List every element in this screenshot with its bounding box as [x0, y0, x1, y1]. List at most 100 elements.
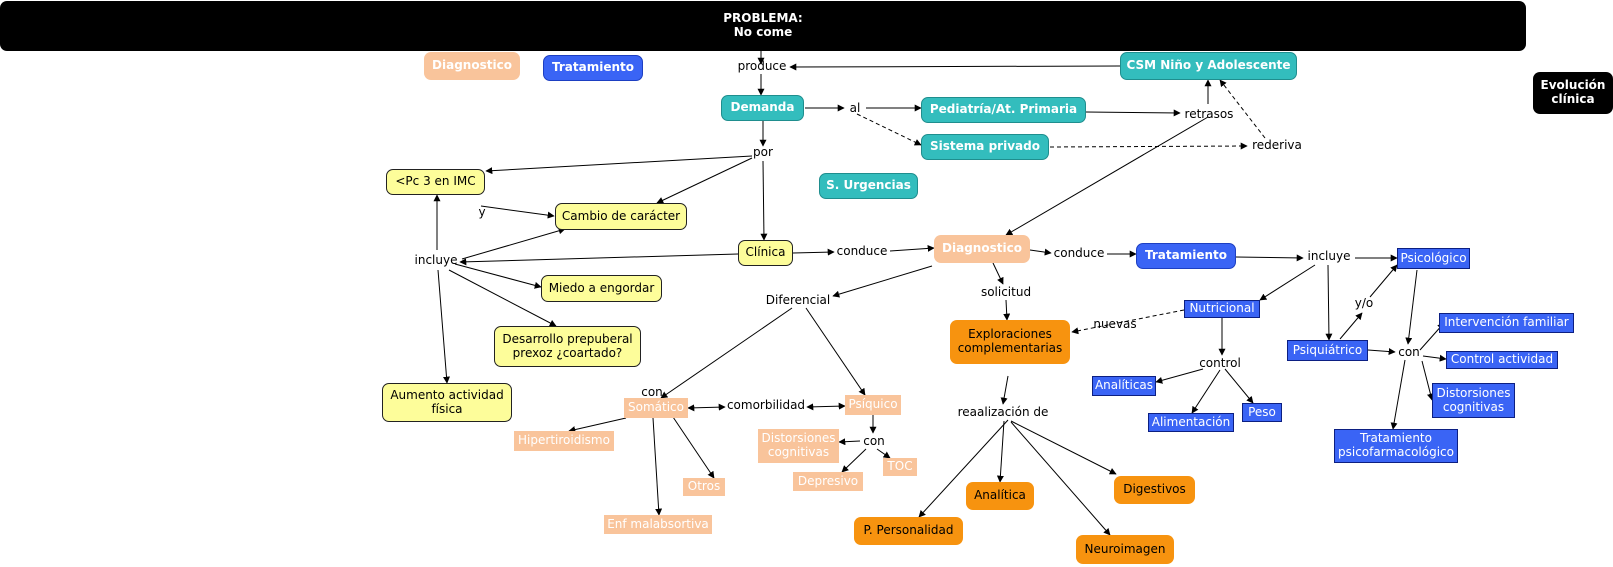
node-exploraciones-complementarias: Exploraciones complementarias: [950, 320, 1070, 364]
node-csm: CSM Niño y Adolescente: [1120, 52, 1297, 80]
node-analitica: Analítica: [966, 482, 1034, 510]
node-alimentacion: Alimentación: [1148, 413, 1234, 432]
node-miedo-engordar: Miedo a engordar: [541, 275, 662, 302]
connector-line: [1155, 368, 1204, 384]
node-somatico: Somático: [624, 398, 688, 418]
label-retrasos: retrasos: [1184, 107, 1234, 122]
node-desarrollo-prepuberal: Desarrollo prepuberal prexoz ¿coartado?: [494, 326, 641, 367]
node-cambio-caracter: Cambio de carácter: [555, 203, 687, 230]
node-digestivos: Digestivos: [1114, 476, 1195, 504]
connector-line: [1071, 309, 1185, 335]
node-analiticas: Analíticas: [1092, 376, 1156, 396]
connector-line: [1224, 368, 1254, 404]
connector-line: [1191, 369, 1221, 414]
connector-line: [1029, 248, 1052, 256]
node-nutricional: Nutricional: [1184, 300, 1260, 318]
node-tratamiento-psicofarmacologico: Tratamiento psicofarmacológico: [1334, 429, 1458, 463]
connector-line: [1003, 299, 1011, 321]
node-p-personalidad: P. Personalidad: [854, 517, 963, 545]
node-distorsiones-cognitivas-left: Distorsiones cognitivas: [758, 429, 839, 463]
connector-line: [480, 205, 555, 219]
connector-line: [687, 403, 726, 412]
label-nuevas: nuevas: [1093, 317, 1137, 332]
legend-tratamiento: Tratamiento: [543, 55, 643, 81]
connector-line: [672, 416, 715, 479]
node-distorsiones-cognitivas-right: Distorsiones cognitivas: [1432, 383, 1515, 418]
label-con-right: con: [1398, 345, 1420, 360]
label-con-mid: con: [863, 434, 885, 449]
connector-line: [461, 227, 566, 260]
label-comorbilidad: comorbilidad: [726, 398, 806, 413]
connector-line: [1010, 420, 1117, 475]
label-reaalizacion-de: reaalización de: [957, 405, 1049, 420]
node-pc3-imc: <Pc 3 en IMC: [386, 169, 485, 195]
connector-line: [1235, 254, 1304, 262]
node-intervencion-familiar: Intervención familiar: [1439, 313, 1574, 333]
connector-line: [1325, 264, 1333, 341]
connector-line: [652, 417, 663, 516]
label-incluye-right: incluye: [1307, 249, 1351, 264]
node-psiquico: Psíquico: [845, 395, 901, 415]
node-psiquiatrico: Psiquiátrico: [1287, 340, 1368, 361]
label-diferencial: Diferencial: [765, 293, 831, 308]
label-solicitud: solicitud: [980, 285, 1032, 300]
node-demanda: Demanda: [721, 95, 804, 121]
node-depresivo: Depresivo: [793, 472, 863, 491]
connector-line: [805, 307, 866, 396]
connector-line: [760, 160, 768, 241]
label-al: al: [849, 101, 861, 116]
connector-line: [1339, 312, 1363, 340]
connector-line: [1422, 354, 1447, 362]
node-otros: Otros: [683, 478, 725, 496]
node-hipertiroidismo: Hipertiroidismo: [514, 431, 614, 451]
connector-line: [889, 244, 935, 252]
connector-line: [568, 417, 627, 434]
label-y-o: y/o: [1354, 296, 1374, 311]
connector-line: [832, 265, 933, 298]
connector-line: [660, 307, 793, 399]
connector-line: [485, 155, 753, 175]
connector-line: [806, 402, 846, 411]
connector-line: [1049, 142, 1248, 150]
connector-line: [876, 448, 891, 459]
node-peso: Peso: [1242, 403, 1282, 422]
label-incluye-left: incluye: [414, 253, 458, 268]
connector-line: [1005, 116, 1209, 236]
label-rederiva: rederiva: [1252, 138, 1302, 153]
node-evolucion-clinica: Evolución clínica: [1533, 72, 1613, 114]
connector-line: [1405, 269, 1418, 345]
node-aumento-actividad: Aumento actividad física: [382, 383, 512, 422]
connector-line: [1219, 79, 1266, 139]
label-control: control: [1199, 356, 1241, 371]
node-pediatria: Pediatría/At. Primaria: [921, 97, 1086, 123]
connector-line: [1000, 375, 1009, 405]
connector-line: [918, 419, 1009, 518]
connector-line: [1085, 109, 1181, 117]
connector-line: [454, 263, 542, 289]
problem-title-bar: PROBLEMA: No come: [0, 1, 1526, 51]
connector-line: [1259, 264, 1316, 301]
connector-line: [1421, 360, 1434, 401]
legend-diagnostico: Diagnostico: [424, 52, 520, 80]
connector-line: [992, 262, 1004, 285]
label-y: y: [478, 205, 486, 220]
connector-line: [448, 269, 557, 327]
label-conduce-2: conduce: [1053, 246, 1105, 261]
connector-line: [792, 248, 835, 256]
connector-line: [856, 113, 922, 146]
node-enf-malabsortiva: Enf malabsortiva: [604, 515, 712, 534]
node-diagnostico: Diagnostico: [934, 235, 1030, 263]
label-conduce-1: conduce: [836, 244, 888, 259]
node-tratamiento: Tratamiento: [1136, 243, 1236, 269]
node-s-urgencias: S. Urgencias: [819, 173, 918, 199]
node-control-actividad: Control actividad: [1446, 351, 1558, 369]
connector-line: [996, 420, 1005, 483]
connector-line: [1010, 421, 1111, 536]
node-psicologico: Psicológico: [1397, 248, 1470, 269]
connector-line: [841, 448, 867, 473]
connector-line: [838, 438, 861, 446]
connector-line: [789, 63, 1121, 71]
node-toc: TOC: [883, 458, 917, 476]
connector-line: [437, 269, 450, 384]
label-produce: produce: [737, 59, 787, 74]
